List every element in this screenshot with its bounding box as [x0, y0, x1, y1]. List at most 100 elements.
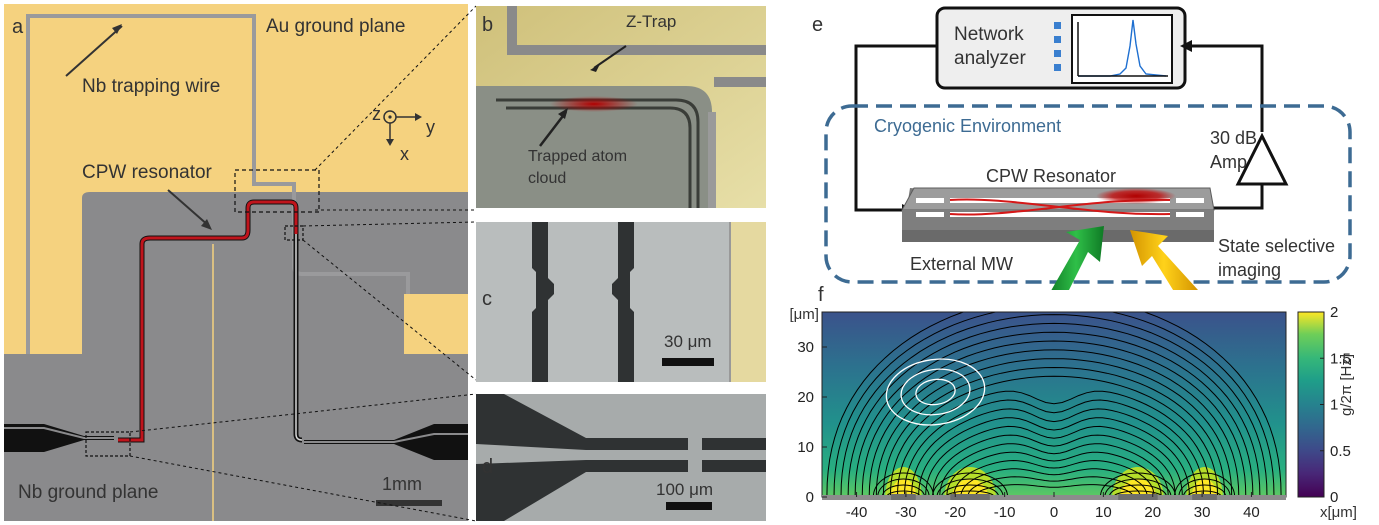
field-contour-8: [882, 366, 1226, 497]
scale-label-d: 100 μm: [656, 480, 714, 499]
field-contour-11: [904, 399, 1204, 497]
conductor-contour-0-2: [881, 484, 926, 497]
hotspot-core-0: [890, 479, 917, 497]
conductor-contour-1-2: [940, 484, 1000, 497]
ztrap-label: Z-Trap: [626, 12, 677, 31]
field-contour-10: [897, 390, 1211, 497]
x-tick-label-20: 20: [1144, 504, 1161, 521]
atom-cloud-label-2: cloud: [528, 170, 567, 187]
axis-z-label: z: [372, 104, 381, 124]
imaging-label-1: State selective: [1218, 236, 1336, 256]
x-tick-label--40: -40: [846, 504, 868, 521]
atom-cloud-label-1: Trapped atom: [528, 148, 628, 165]
conductor-contour-3-2: [1182, 484, 1227, 497]
conductor-contour-3-3: [1178, 478, 1231, 497]
hotspot-core-3: [1191, 479, 1218, 497]
conductor-contour-2-1: [1113, 490, 1163, 497]
ztrap-micrograph: [476, 6, 766, 208]
field-contour-20: [967, 476, 1141, 497]
cpw-resonator-label: CPW Resonator: [986, 166, 1117, 186]
cpw-label: CPW resonator: [82, 162, 212, 183]
external-mw-arrow: [1051, 226, 1104, 290]
panel-b-letter: b: [482, 14, 494, 36]
cryogenic-label: Cryogenic Environment: [874, 116, 1062, 136]
x-tick-label--20: -20: [944, 504, 966, 521]
field-contour-14: [925, 425, 1183, 497]
z-tick-label-30: 30: [797, 339, 814, 356]
field-contour-4: [854, 331, 1254, 497]
cbar-tick-label-0.5: 0.5: [1330, 443, 1351, 460]
conductor-contour-1-4: [932, 472, 1009, 497]
x-tick-label-10: 10: [1095, 504, 1112, 521]
panel-c: c 30 μm: [476, 222, 766, 382]
scale-label-a: 1mm: [382, 474, 422, 494]
field-contour-6: [868, 349, 1240, 497]
conductor-contour-3-1: [1187, 490, 1222, 497]
au-ground-label: Au ground plane: [266, 16, 406, 37]
z-axis-label: z[μm]: [790, 306, 819, 323]
amp-label-2: Amp: [1210, 152, 1248, 172]
panel-c-letter: c: [482, 288, 492, 310]
conductor-2: [1118, 494, 1158, 500]
x-axis-label: x[μm]: [1320, 504, 1357, 521]
conductor-0: [891, 494, 916, 500]
field-contour-2: [840, 314, 1268, 497]
field-contour-13: [918, 417, 1190, 497]
colorbar-label: g/2π [Hz]: [1338, 353, 1355, 416]
field-contour-7: [875, 358, 1233, 497]
feedline-micrograph: [476, 394, 766, 521]
imaging-label-2: imaging: [1218, 260, 1282, 280]
panel-b: b Z-Trap Trapped atom cloud: [476, 6, 766, 208]
panel-e-letter: e: [812, 14, 824, 36]
atom-cloud-contour-0: [915, 378, 956, 406]
conductor-contour-1-3: [936, 478, 1004, 497]
field-contour-15: [932, 434, 1176, 497]
z-tick-label-10: 10: [797, 439, 814, 456]
z-tick-label-0: 0: [806, 489, 814, 506]
field-contour-3: [847, 322, 1261, 497]
conductor-contour-0-1: [886, 490, 921, 497]
field-contour-21: [974, 484, 1134, 497]
x-tick-label-0: 0: [1050, 504, 1058, 521]
scale-label-c: 30 μm: [664, 332, 712, 351]
chip-layout-diagram: [4, 4, 468, 521]
conductor-contour-2-4: [1099, 472, 1176, 497]
network-analyzer-label-1: Network: [954, 24, 1024, 45]
ground-strip: [822, 495, 1286, 500]
atom-cloud-contour-1: [900, 368, 971, 416]
panel-e: e Network analyzer Cryogenic Environment…: [790, 0, 1379, 290]
field-contour-12: [911, 408, 1197, 497]
amp-label-1: 30 dB: [1210, 128, 1258, 148]
cbar-tick-label-0: 0: [1330, 489, 1338, 506]
coupling-gap-micrograph: [476, 222, 766, 382]
conductor-contour-2-2: [1108, 484, 1168, 497]
z-tick-label-20: 20: [797, 389, 814, 406]
x-tick-label--30: -30: [895, 504, 917, 521]
field-contour-17: [946, 451, 1162, 497]
conductor-contour-0-3: [877, 478, 930, 497]
cbar-tick-label-2: 2: [1330, 304, 1338, 321]
field-contour-1: [833, 312, 1275, 497]
panel-a: a Au ground plane Nb trapping wire CPW r…: [4, 4, 468, 521]
field-contour-9: [889, 375, 1219, 497]
conductor-3: [1192, 494, 1217, 500]
axis-y-label: y: [426, 117, 435, 137]
x-tick-label-30: 30: [1194, 504, 1211, 521]
conductor-contour-1-1: [945, 490, 995, 497]
cbar-tick-label-1.5: 1.5: [1330, 350, 1351, 367]
atom-cloud-contour-2: [885, 358, 986, 426]
nb-ground-label: Nb ground plane: [18, 482, 159, 503]
conductor-1: [950, 494, 990, 500]
x-tick-label-40: 40: [1243, 504, 1260, 521]
cbar-tick-label-1: 1: [1330, 397, 1338, 414]
axis-x-label: x: [400, 144, 409, 164]
panel-f: f: [790, 284, 1379, 525]
network-analyzer-label-2: analyzer: [954, 48, 1026, 69]
x-tick-label--10: -10: [994, 504, 1016, 521]
external-mw-label: External MW: [910, 254, 1014, 274]
nb-wire-label: Nb trapping wire: [82, 76, 221, 97]
panel-f-letter: f: [818, 284, 824, 306]
field-contour-5: [861, 340, 1247, 497]
conductor-contour-2-3: [1104, 478, 1172, 497]
